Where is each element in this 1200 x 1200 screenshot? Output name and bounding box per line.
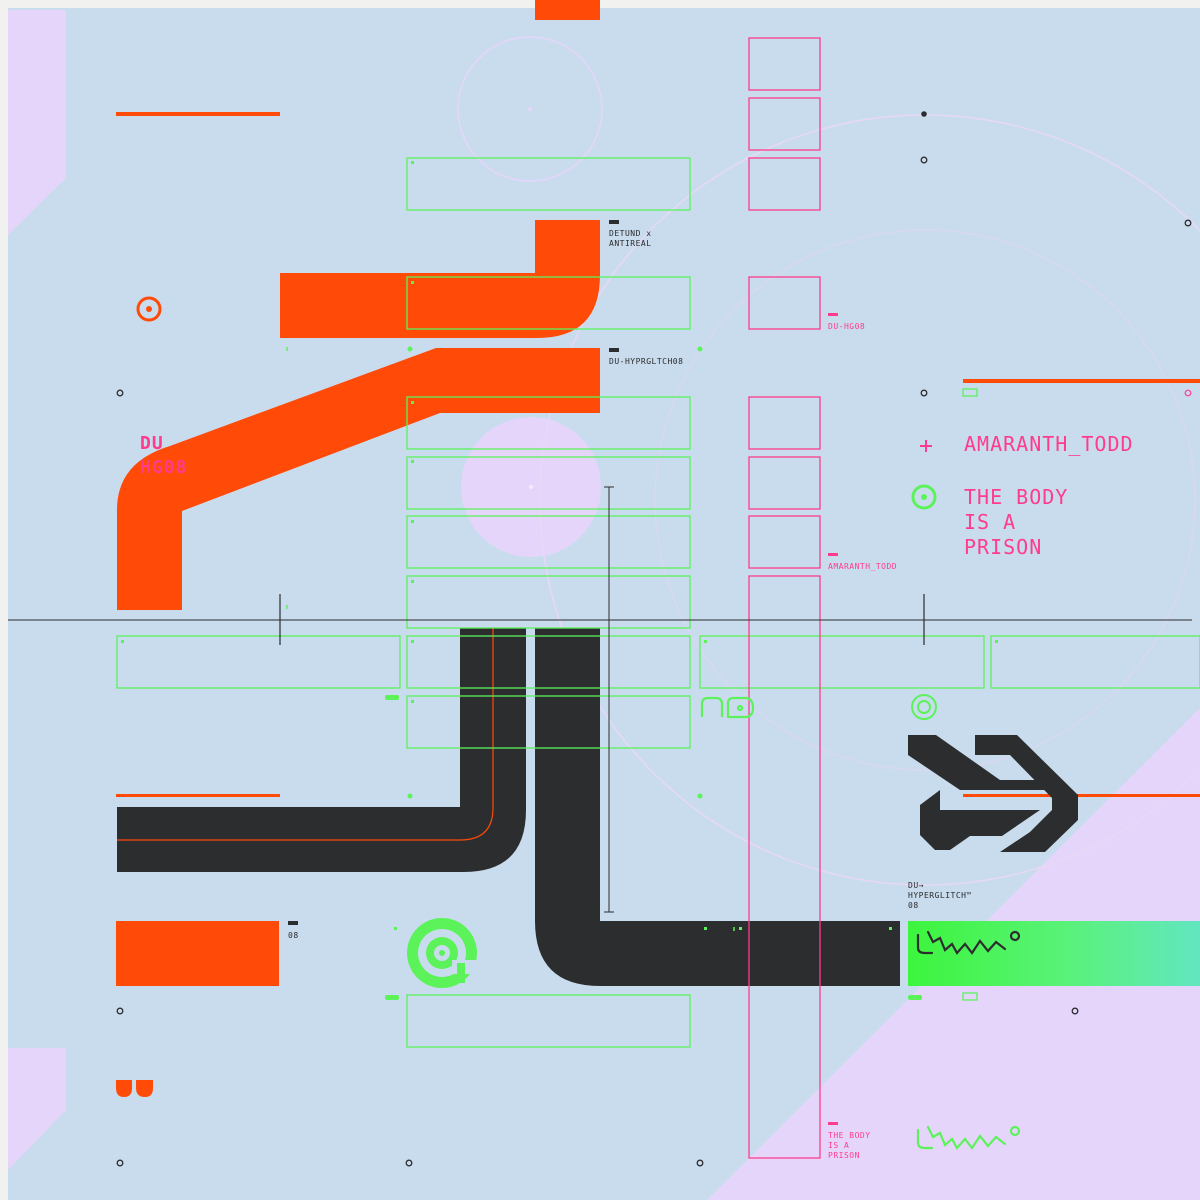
title-line-2: IS A <box>964 510 1017 534</box>
label-line-3: 08 <box>908 901 919 910</box>
orange-pipe-diagonal <box>117 348 600 610</box>
pink-box-column <box>748 37 821 1159</box>
pink-catalog-code: DU-HG08 <box>828 322 866 331</box>
label-line-2: HYPERGLITCH™ <box>908 891 972 900</box>
number-tag: 08 <box>288 931 299 940</box>
logo-squiggle-footer-icon <box>916 1125 1021 1150</box>
orange-top-tab <box>535 0 600 20</box>
artist-small: AMARANTH_TODD <box>828 562 898 571</box>
catalog-code: DU-HYPRGLTCH08 <box>609 357 684 366</box>
arrow-glyph-icon <box>908 735 1078 852</box>
orange-line <box>116 112 280 116</box>
lavender-corner-top-left <box>8 10 66 235</box>
title-line-3: PRISON <box>964 535 1043 559</box>
green-box-markers <box>121 161 998 1000</box>
dark-dot <box>921 111 927 117</box>
pale-circle-small <box>457 36 603 182</box>
footer-title-line-1: THE BODY <box>828 1131 871 1140</box>
du-logo-icon <box>116 1080 153 1097</box>
orange-line <box>116 794 280 797</box>
pale-dot-center <box>528 107 532 111</box>
orange-inner-line <box>117 628 494 841</box>
concentric-icon <box>911 694 937 720</box>
green-gradient-bar <box>908 921 1200 986</box>
artist-name: AMARANTH_TODD <box>964 432 1134 456</box>
charcoal-pipe-left <box>117 628 526 872</box>
spiral-icon <box>407 918 482 988</box>
orange-pipe-upper <box>280 220 600 338</box>
big-code-line-2: HG08 <box>140 457 188 478</box>
collab-line-2: ANTIREAL <box>609 239 652 248</box>
pale-dot-disc <box>529 485 533 489</box>
label-line-1: DU→ <box>908 881 924 890</box>
pink-ring <box>1184 389 1192 397</box>
charcoal-pipe-right <box>535 628 900 986</box>
pink-markers <box>828 313 838 1125</box>
orange-line <box>963 794 1200 797</box>
lavender-corner-bottom-left <box>8 1048 66 1170</box>
plus-icon <box>920 440 932 452</box>
collab-line-1: DETUND x <box>609 229 652 238</box>
title-line-1: THE BODY <box>964 485 1069 509</box>
green-box-column <box>116 157 1200 1048</box>
big-code-line-1: DU <box>140 433 164 454</box>
small-rings <box>116 156 1192 1167</box>
glyph-icon <box>700 696 755 719</box>
dark-markers <box>288 220 619 925</box>
accent-ticks <box>286 347 735 931</box>
footer-title-line-3: PRISON <box>828 1151 860 1160</box>
target-icon <box>136 296 162 322</box>
pale-circle-inner <box>654 229 1196 771</box>
green-target-icon <box>911 484 937 510</box>
footer-title-line-2: IS A <box>828 1141 850 1150</box>
logo-squiggle-icon <box>916 930 1021 955</box>
orange-block <box>116 921 279 986</box>
orange-line <box>963 379 1200 383</box>
